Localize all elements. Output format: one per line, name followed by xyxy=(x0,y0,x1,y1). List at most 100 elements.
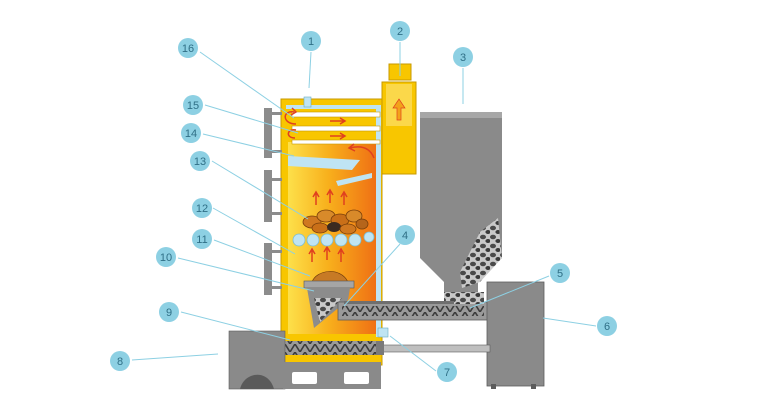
callout-5: 5 xyxy=(550,263,570,283)
leader-line-8 xyxy=(131,353,219,361)
callout-12: 12 xyxy=(192,198,212,218)
smoke-deflector xyxy=(336,173,372,186)
door-hinge-5 xyxy=(272,250,282,253)
ash-auger-drive xyxy=(376,341,384,355)
leader-line-11 xyxy=(213,239,311,277)
callout-9: 9 xyxy=(159,302,179,322)
leader-line-5 xyxy=(469,275,550,309)
callout-7: 7 xyxy=(437,362,457,382)
flue-baffle xyxy=(288,156,360,170)
leader-line-14 xyxy=(202,133,295,157)
callout-label: 7 xyxy=(444,367,450,379)
callout-label: 3 xyxy=(460,52,466,64)
callout-label: 15 xyxy=(187,100,199,112)
boiler-base xyxy=(283,362,381,389)
ash-container xyxy=(228,330,286,390)
swirl-arrow-top-head xyxy=(290,107,298,116)
hopper-pellets xyxy=(460,218,502,288)
swirl-arrow-baffle-head xyxy=(347,143,356,152)
callout-label: 8 xyxy=(117,356,123,368)
leader-line-10 xyxy=(177,257,315,292)
callout-label: 16 xyxy=(182,43,194,55)
ash-auger-screw xyxy=(282,341,382,355)
leader-line-1 xyxy=(308,51,312,89)
callout-14: 14 xyxy=(181,123,201,143)
swirl-arrow-baffle xyxy=(349,146,375,159)
ash-drawer-right xyxy=(344,372,369,384)
grate-plate xyxy=(303,280,355,289)
leader-line-15 xyxy=(204,104,299,134)
rise-arrow-2 xyxy=(326,188,334,203)
callout-label: 4 xyxy=(402,230,408,242)
door-hinge-4 xyxy=(272,212,282,215)
tube-arrow-1 xyxy=(330,117,347,125)
door-hinge-3 xyxy=(272,178,282,181)
callout-15: 15 xyxy=(183,95,203,115)
water-jacket-right xyxy=(376,105,381,337)
callout-label: 14 xyxy=(185,128,197,140)
callout-16: 16 xyxy=(178,38,198,58)
rise-arrow-6 xyxy=(337,247,345,262)
rise-arrow-4 xyxy=(308,247,316,262)
callout-label: 11 xyxy=(196,234,207,246)
hopper-lid xyxy=(420,112,502,118)
callout-label: 6 xyxy=(604,321,610,333)
leader-line-7 xyxy=(389,335,437,372)
motor-housing-foot-right xyxy=(531,384,536,389)
ash-drawer-left xyxy=(292,372,317,384)
callout-1: 1 xyxy=(301,31,321,51)
callout-10: 10 xyxy=(156,247,176,267)
callout-4: 4 xyxy=(395,225,415,245)
exchanger-tube-lower xyxy=(291,139,381,145)
callout-2: 2 xyxy=(390,21,410,41)
pellet-hopper xyxy=(420,112,502,296)
water-jacket-top xyxy=(286,105,381,109)
sensor-box-7 xyxy=(377,327,389,338)
auger-screw xyxy=(342,306,484,316)
door-middle xyxy=(264,170,272,222)
auger-upper-rail xyxy=(344,301,454,304)
callout-3: 3 xyxy=(453,47,473,67)
exchanger-tube-middle xyxy=(291,125,381,132)
burner-pot-inner xyxy=(314,298,342,322)
leader-line-4 xyxy=(343,243,401,307)
callout-label: 2 xyxy=(397,26,403,38)
exchanger-tube-upper xyxy=(291,111,381,118)
callout-8: 8 xyxy=(110,351,130,371)
door-upper xyxy=(264,108,272,158)
temperature-sensor xyxy=(303,96,312,108)
swirl-arrow-mid xyxy=(287,129,297,139)
callout-label: 1 xyxy=(308,36,314,48)
motor-housing-foot-left xyxy=(491,384,496,389)
rise-arrow-5 xyxy=(323,245,331,260)
callout-13: 13 xyxy=(190,151,210,171)
callout-6: 6 xyxy=(597,316,617,336)
swirl-arrow-top xyxy=(284,111,297,125)
rise-arrow-3 xyxy=(340,190,348,205)
leader-lines xyxy=(131,42,597,372)
flue-up-arrow xyxy=(392,98,406,121)
leader-line-13 xyxy=(211,160,309,220)
gas-flow-arrows xyxy=(284,107,375,262)
ash-heap xyxy=(240,374,274,389)
callout-label: 9 xyxy=(166,307,172,319)
tube-arrow-2 xyxy=(330,132,347,140)
door-hinge-6 xyxy=(272,286,282,289)
callout-label: 12 xyxy=(196,203,208,215)
auger-motor-housing xyxy=(486,281,545,389)
door-hinge-1 xyxy=(272,112,282,115)
water-tube-row xyxy=(292,231,375,247)
leader-line-9 xyxy=(180,311,291,341)
motor-housing-body xyxy=(486,281,545,387)
door-lower xyxy=(264,243,272,295)
callout-label: 5 xyxy=(557,268,563,280)
leader-line-6 xyxy=(542,317,597,327)
feed-auger xyxy=(337,292,489,321)
rise-arrow-1 xyxy=(312,190,320,205)
callout-label: 10 xyxy=(160,252,172,264)
leader-line-16 xyxy=(199,51,295,119)
callouts: 1 2 3 4 5 6 7 8 xyxy=(110,21,617,382)
flue-fan-box xyxy=(381,63,417,175)
callout-label: 13 xyxy=(194,156,206,168)
